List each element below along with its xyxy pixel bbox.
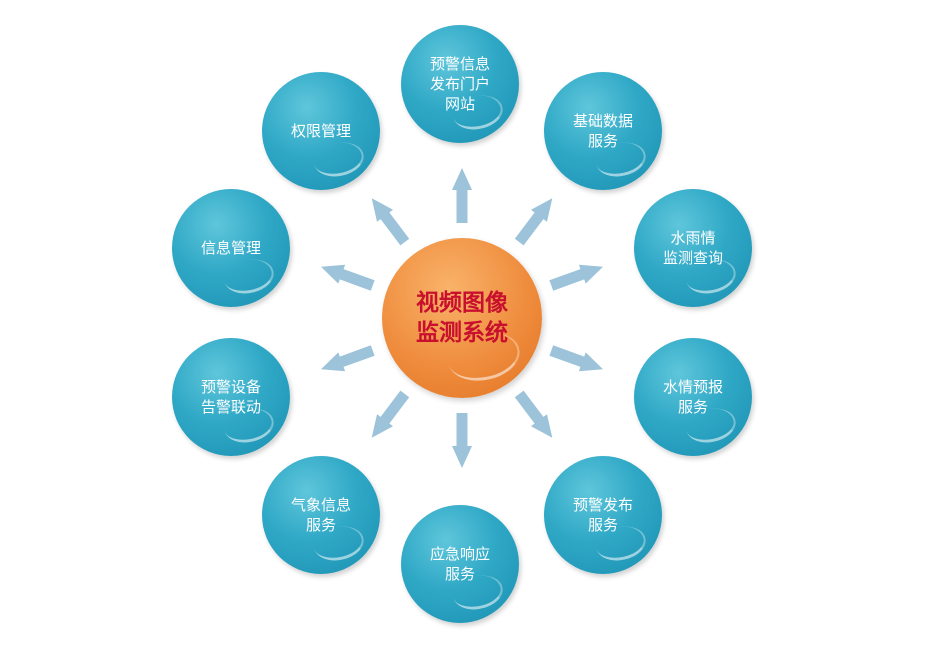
node-label: 信息管理 xyxy=(200,239,261,257)
node-label: 应急响应 服务 xyxy=(429,545,490,583)
node-label: 水雨情 监测查询 xyxy=(662,229,723,267)
node-weather-info: 气象信息 服务 xyxy=(262,456,380,574)
node-info-management: 信息管理 xyxy=(172,189,290,307)
node-label: 预警发布 服务 xyxy=(572,496,633,534)
arrow-4 xyxy=(514,390,553,438)
node-label: 气象信息 服务 xyxy=(290,496,351,534)
node-device-alarm: 预警设备 告警联动 xyxy=(172,338,290,456)
arrow-5 xyxy=(452,413,472,468)
arrow-3 xyxy=(549,345,603,372)
arrow-8 xyxy=(321,264,375,291)
arrow-1 xyxy=(514,198,553,246)
arrow-7 xyxy=(321,345,375,372)
arrow-9 xyxy=(371,198,410,246)
center-node: 视频图像 监测系统 xyxy=(382,238,542,398)
node-emergency-response: 应急响应 服务 xyxy=(401,505,519,623)
node-label: 水情预报 服务 xyxy=(662,378,723,416)
node-water-rain-monitor: 水雨情 监测查询 xyxy=(634,189,752,307)
node-basic-data: 基础数据 服务 xyxy=(544,72,662,190)
node-water-forecast: 水情预报 服务 xyxy=(634,338,752,456)
arrow-2 xyxy=(549,264,603,291)
node-label: 预警设备 告警联动 xyxy=(200,378,261,416)
node-label: 权限管理 xyxy=(290,122,351,140)
node-warning-release: 预警发布 服务 xyxy=(544,456,662,574)
arrow-6 xyxy=(371,390,410,438)
node-warning-portal: 预警信息 发布门户 网站 xyxy=(401,25,519,143)
node-label: 基础数据 服务 xyxy=(572,112,633,150)
arrow-0 xyxy=(452,168,472,223)
node-permission-management: 权限管理 xyxy=(262,72,380,190)
center-node-label: 视频图像 监测系统 xyxy=(416,290,508,346)
node-label: 预警信息 发布门户 网站 xyxy=(429,55,490,113)
